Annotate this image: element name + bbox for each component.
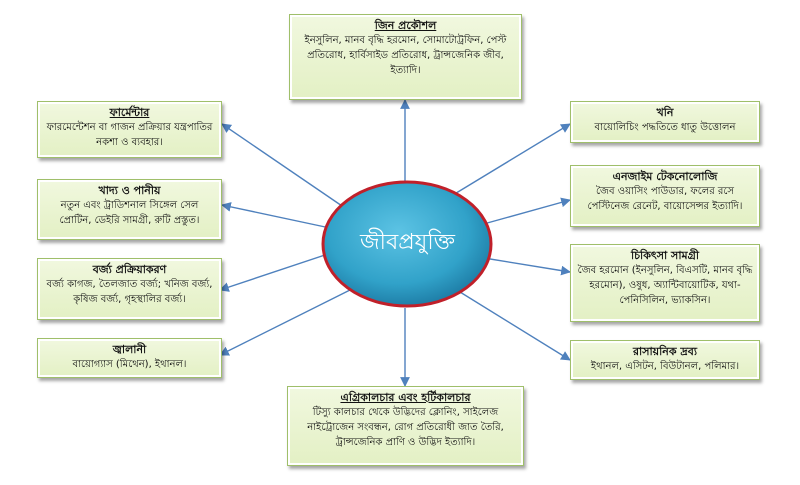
node-body: বায়োলিচিং পদ্ধতিতে ধাতু উত্তোলন — [594, 122, 736, 133]
node-title: ফার্মেন্টার — [109, 106, 150, 119]
node-fermenter: ফার্মেন্টার ফারমেন্টেশন বা গাজন প্রক্রিয… — [37, 101, 222, 158]
node-enzyme-technology: এনজাইম টেকনোলোজি জৈব ওয়াসিং পাউডার, ফলে… — [570, 165, 760, 227]
node-body: জৈব হরমোন (ইনসুলিন, বিএসটি, মানব বৃদ্ধি … — [577, 265, 753, 306]
node-body: ফারমেন্টেশন বা গাজন প্রক্রিয়ার যন্ত্রপা… — [46, 122, 213, 148]
arrow-waste — [219, 253, 329, 292]
node-body: জৈব ওয়াসিং পাউডার, ফলের রসে পেস্টিনেজ র… — [587, 186, 743, 212]
node-body: বর্জ্য কাগজ, তৈলজাত বর্জ্য; খনিজ বর্জ্য,… — [46, 279, 213, 305]
node-title: এনজাইম টেকনোলোজি — [612, 170, 718, 183]
node-gene-engineering: জিন প্রকৌশল ইনসুলিন, মানব বৃদ্ধি হরমোন, … — [289, 14, 522, 100]
node-title: চিকিৎসা সামগ্রী — [630, 249, 700, 262]
node-body: টিস্যু কালচার থেকে উদ্ভিদের ক্লোনিং, সাই… — [307, 407, 504, 448]
node-title: খাদ্য ও পানীয় — [98, 184, 161, 197]
node-waste-processing: বর্জ্য প্রক্রিয়াকরণ বর্জ্য কাগজ, তৈলজাত… — [37, 258, 222, 320]
node-title: জ্বালানী — [112, 343, 147, 356]
node-title: বর্জ্য প্রক্রিয়াকরণ — [92, 263, 167, 276]
arrow-mining — [447, 123, 571, 199]
node-body: ইনসুলিন, মানব বৃদ্ধি হরমোন, সোমাটোট্রফিন… — [304, 35, 507, 76]
node-title: জিন প্রকৌশল — [374, 19, 437, 32]
node-body: বায়োগ্যাস (মিথেন), ইথানল। — [72, 359, 187, 370]
node-mining: খনি বায়োলিচিং পদ্ধতিতে ধাতু উত্তোলন — [570, 101, 760, 143]
node-chemicals: রাসায়নিক দ্রব্য ইথানল, এসিটন, বিউটানল, … — [570, 340, 760, 380]
arrow-medical — [483, 257, 571, 276]
arrow-chemical — [459, 291, 571, 361]
hub-label: জীবপ্রযুক্তি — [360, 230, 455, 255]
node-fuel: জ্বালানী বায়োগ্যাস (মিথেন), ইথানল। — [37, 338, 222, 378]
node-body: ইথানল, এসিটন, বিউটানল, পলিমার। — [590, 361, 740, 372]
node-medical-supplies: চিকিৎসা সামগ্রী জৈব হরমোন (ইনসুলিন, বিএস… — [570, 244, 760, 322]
arrow-fermenter — [221, 123, 346, 209]
hub-circle — [321, 180, 493, 308]
arrow-fuel — [219, 289, 351, 356]
node-body: নতুন এবং ট্রাডিশনাল সিঙ্গেল সেল প্রোটিন,… — [59, 200, 200, 226]
arrow-food — [221, 202, 331, 229]
node-title: রাসায়নিক দ্রব্য — [632, 345, 698, 358]
node-agriculture-horticulture: এগ্রিকালচার এবং হর্টিকালচার টিস্যু কালচা… — [287, 386, 524, 466]
node-title: খনি — [656, 106, 674, 119]
node-food-beverage: খাদ্য ও পানীয় নতুন এবং ট্রাডিশনাল সিঙ্গ… — [37, 179, 222, 240]
node-title: এগ্রিকালচার এবং হর্টিকালচার — [340, 391, 471, 404]
arrow-enzyme — [479, 197, 571, 226]
